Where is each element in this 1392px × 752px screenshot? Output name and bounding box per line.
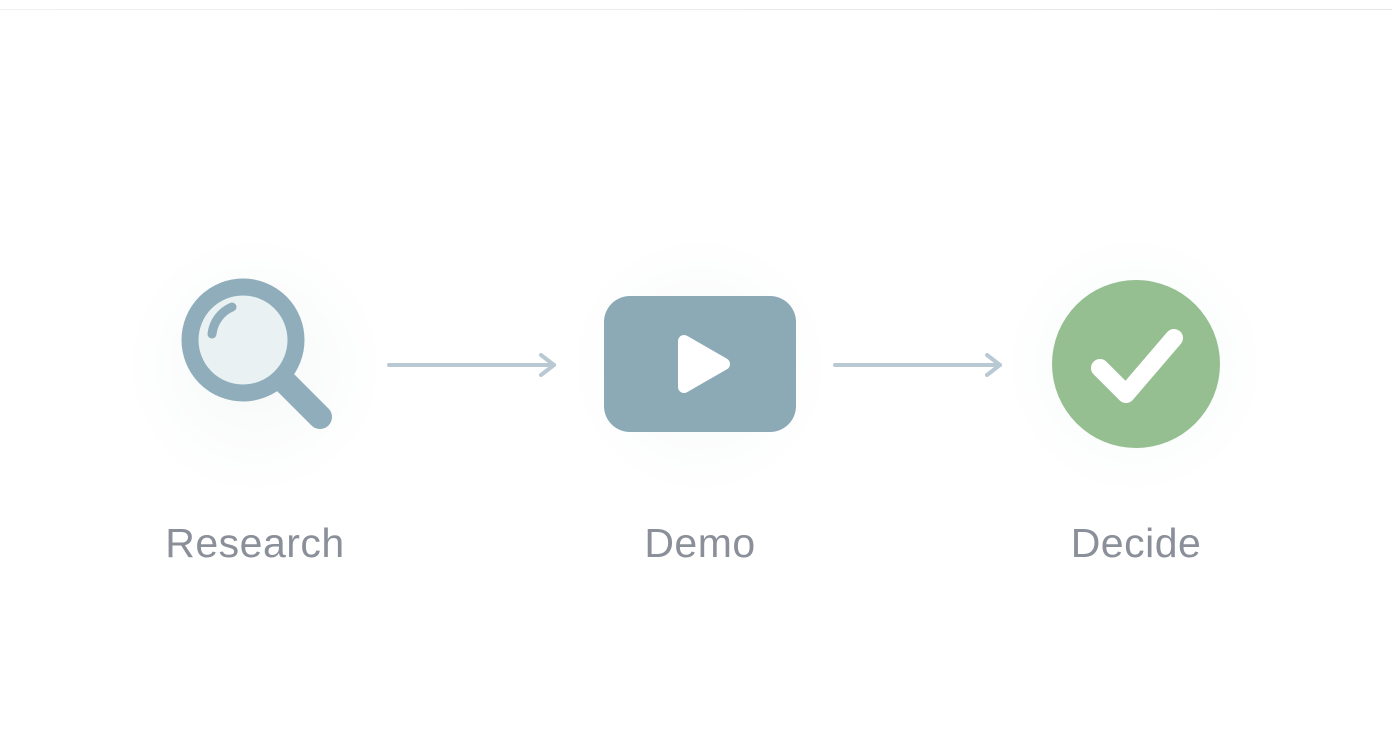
magnifier-icon	[181, 278, 332, 429]
step-label-decide: Decide	[1070, 520, 1202, 566]
check-circle	[1052, 280, 1220, 448]
magnifier-handle	[271, 368, 332, 429]
step-research	[168, 272, 346, 450]
arrow-head	[985, 353, 1002, 377]
play-triangle	[678, 335, 730, 393]
step-demo	[604, 296, 796, 432]
step-label-research: Research	[165, 520, 345, 566]
check-mark	[1091, 329, 1183, 403]
step-decide	[1052, 280, 1220, 448]
arrow-right-icon	[387, 353, 556, 377]
magnifier-highlight	[207, 302, 237, 339]
step-label-demo: Demo	[644, 520, 756, 566]
top-divider	[0, 9, 1392, 10]
arrow-right-icon	[833, 353, 1002, 377]
video-play-icon	[604, 296, 796, 432]
arrow-head	[539, 353, 556, 377]
check-circle-icon	[1052, 280, 1220, 448]
